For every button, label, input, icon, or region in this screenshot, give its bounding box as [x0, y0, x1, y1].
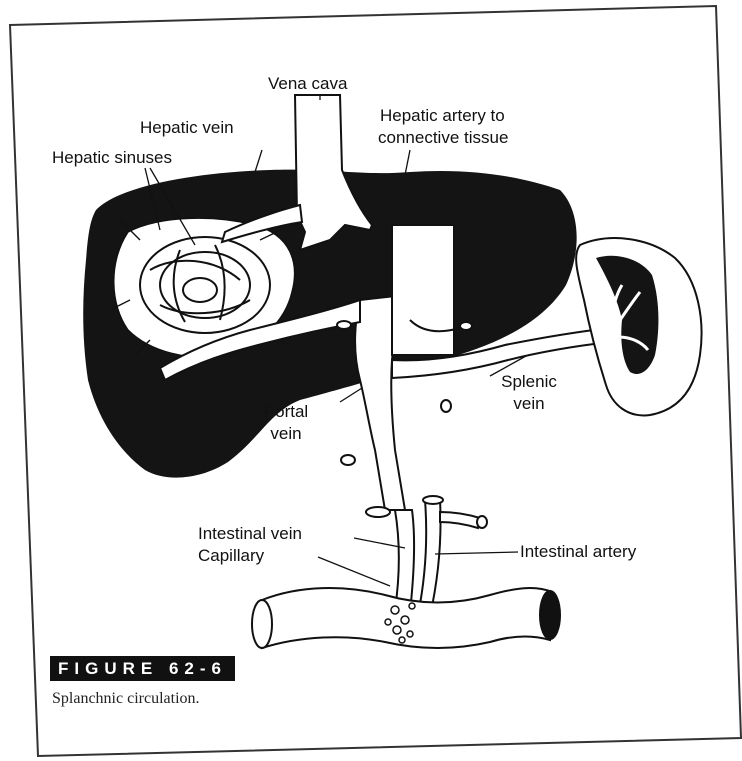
label-splenic-line1: Splenic: [494, 372, 564, 391]
vessel-stub-3: [341, 455, 355, 465]
label-hepatic-artery-line1: Hepatic artery to: [380, 106, 505, 125]
label-hepatic-sinuses: Hepatic sinuses: [52, 148, 172, 167]
figure-number-badge: FIGURE 62-6: [50, 656, 235, 681]
label-splenic-line2: vein: [494, 394, 564, 413]
label-vena-cava: Vena cava: [268, 74, 347, 93]
intestinal-artery-top: [423, 496, 443, 504]
vessel-stub-1: [337, 321, 351, 329]
intestine-right-opening: [540, 591, 560, 639]
vessel-stub-2: [441, 400, 451, 412]
vessel-stub-4: [366, 507, 390, 517]
intestine-left-opening: [252, 600, 272, 648]
label-intestinal-artery: Intestinal artery: [520, 542, 636, 561]
intestinal-vein: [395, 510, 414, 612]
label-portal-line1: Portal: [256, 402, 316, 421]
intestinal-artery-branch-end: [477, 516, 487, 528]
label-capillary: Capillary: [198, 546, 264, 565]
label-intestinal-vein: Intestinal vein: [198, 524, 302, 543]
label-hepatic-artery-line2: connective tissue: [378, 128, 508, 147]
vena-cava-lower: [392, 225, 454, 355]
hepatic-artery-end: [460, 322, 472, 330]
figure-caption: Splanchnic circulation.: [52, 690, 200, 708]
label-portal-line2: vein: [256, 424, 316, 443]
label-hepatic-vein: Hepatic vein: [140, 118, 234, 137]
